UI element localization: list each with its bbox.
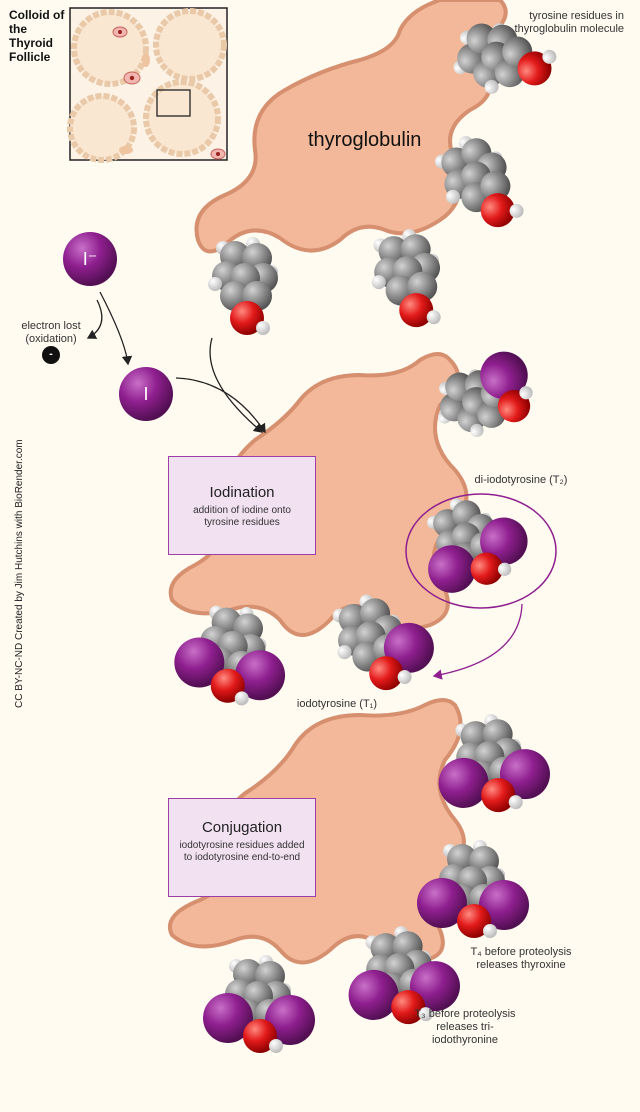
iodine-atom (480, 517, 528, 566)
hydrogen-atom (208, 277, 222, 291)
hydrogen-atom (371, 275, 386, 290)
thyroglobulin-blob-top (194, 0, 508, 254)
hydrogen-atom (519, 386, 533, 400)
transfer-arrow (432, 603, 523, 680)
hydrogen-atom (498, 562, 512, 576)
tyrosine-to-iodination-arrow (209, 337, 263, 433)
tyrosine-residues-label: tyrosine residues in thyroglobulin molec… (514, 10, 624, 35)
iodination-box: Iodination addition of iodine onto tyros… (168, 456, 316, 555)
thyroglobulin-label: thyroglobulin (308, 129, 422, 151)
molecules-layer (174, 23, 557, 1053)
hydrogen-atom (256, 321, 270, 335)
hydrogen-atom (508, 795, 523, 810)
conjugated-molecule-3 (203, 955, 315, 1053)
iodine-atom (428, 545, 476, 593)
oxygen-atom (470, 552, 503, 585)
iodine-atom (119, 367, 173, 421)
hydrogen-atom (484, 79, 499, 94)
conjugation-subtitle: iodotyrosine residues added to iodotyros… (179, 840, 305, 863)
oxygen-atom (481, 778, 516, 813)
iodine-atom (479, 880, 529, 930)
iodination-subtitle: addition of iodine onto tyrosine residue… (193, 505, 291, 528)
iodide-symbol: I⁻ (82, 249, 98, 269)
hydrogen-atom (418, 1007, 433, 1022)
di-iodotyrosine-highlight (405, 493, 557, 609)
t3-note: T₃ before proteolysis releases tri-iodot… (414, 1008, 516, 1046)
oxygen-atom (517, 51, 552, 86)
conjugation-box: Conjugation iodotyrosine residues added … (168, 798, 316, 897)
iodine-atom (203, 993, 253, 1043)
inset-title: Colloid of the Thyroid Follicle (9, 8, 65, 64)
electron-lost-label: electron lost (oxidation) (21, 320, 81, 345)
iodide-ion (63, 232, 117, 286)
oxygen-atom (369, 656, 404, 691)
iodotyrosine-molecule-2 (174, 605, 286, 706)
t4-molecule (417, 840, 529, 938)
iodine-atom (235, 650, 286, 701)
conjugation-title: Conjugation (201, 819, 283, 836)
oxygen-atom (480, 193, 515, 228)
hydrogen-atom (446, 189, 461, 204)
hydrogen-atom (397, 670, 412, 685)
hydrogen-atom (509, 203, 524, 218)
iodotyrosine-molecule-1 (437, 351, 533, 438)
tyrosine-molecule-1 (453, 23, 557, 94)
oxygen-atom (399, 293, 434, 328)
electron-icon (42, 346, 60, 364)
iodine-atom (438, 757, 489, 808)
iodine-atom (480, 351, 528, 400)
oxygen-atom (391, 990, 426, 1025)
hydrogen-atom (426, 310, 441, 325)
tyrosine-molecule-4 (371, 229, 441, 328)
di-iodotyrosine-label: di-iodotyrosine (T₂) (474, 474, 568, 486)
hydrogen-atom (234, 691, 249, 706)
tyrosine-molecule-3 (208, 237, 278, 335)
credit-line: CC BY-NC-ND Created by Jim Hutchins with… (14, 439, 25, 708)
electron-symbol: - (49, 348, 53, 360)
conjugated-molecule-1 (438, 714, 550, 813)
electron-loss-arrow (86, 299, 103, 339)
t4-note: T₄ before proteolysis releases thyroxine (470, 946, 572, 971)
iodine-atom (417, 878, 467, 928)
t3-molecule (348, 926, 460, 1025)
follicle-inset (67, 7, 228, 163)
hydrogen-atom (337, 645, 352, 660)
tyrosine-molecule-2 (434, 136, 524, 228)
oxidation-arrow (99, 291, 133, 366)
oxygen-atom (230, 301, 264, 335)
iodine-atom (174, 637, 225, 688)
iodine-symbol: I (143, 384, 149, 404)
iodine-atom (348, 969, 399, 1020)
carbon-atom (480, 171, 511, 202)
iodination-title: Iodination (209, 484, 275, 501)
hydrogen-atom (470, 423, 484, 438)
oxygen-atom (457, 904, 491, 938)
hydrogen-atom (542, 49, 557, 64)
oxygen-atom (243, 1019, 277, 1053)
iodine-atom (265, 995, 315, 1045)
hydrogen-atom (269, 1039, 283, 1053)
di-iodotyrosine-molecule (427, 498, 528, 593)
iodotyrosine-molecule-3 (332, 594, 434, 691)
iodotyrosine-label: iodotyrosine (T₁) (296, 698, 378, 710)
hydrogen-atom (483, 924, 497, 938)
